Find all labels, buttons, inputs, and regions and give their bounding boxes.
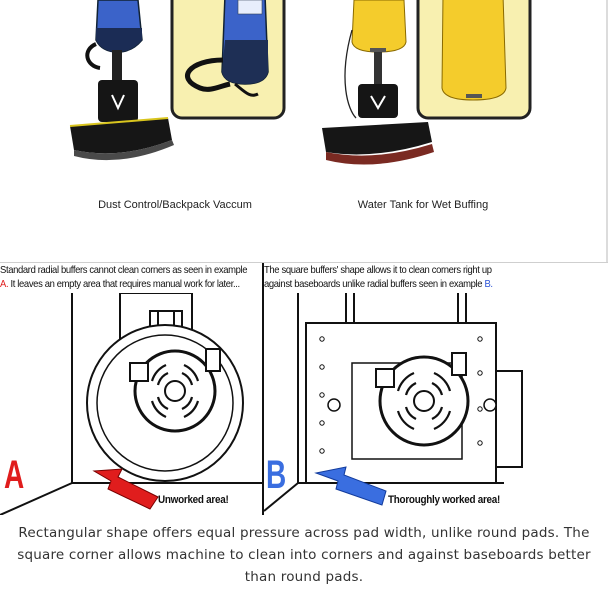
section-divider [0, 262, 608, 263]
water-tank-product-image [322, 0, 532, 165]
panel-b-letter-ref: B. [484, 278, 493, 290]
panel-a-title-rest: It leaves an empty area that requires ma… [10, 278, 240, 290]
description-text: Rectangular shape offers equal pressure … [17, 525, 591, 585]
panel-b-title-line1: The square buffers' shape allows it to c… [264, 264, 492, 276]
dust-control-caption: Dust Control/Backpack Vaccum [98, 199, 252, 211]
square-buffer-diagram [264, 293, 523, 512]
panel-b-letter: B [266, 453, 287, 497]
panel-a-title-line1: Standard radial buffers cannot clean cor… [0, 264, 248, 276]
comparison-panel-a: Standard radial buffers cannot clean cor… [0, 263, 262, 515]
panel-a-letter-ref: A. [0, 278, 9, 290]
panel-b-title-rest: against baseboards unlike radial buffers… [264, 278, 483, 290]
panel-b-title-line2: against baseboards unlike radial buffers… [264, 277, 493, 291]
panel-a-letter: A [4, 453, 25, 497]
panel-a-title-line2: A. It leaves an empty area that requires… [0, 277, 247, 291]
radial-buffer-diagram [0, 293, 262, 515]
water-tank-caption: Water Tank for Wet Buffing [357, 199, 489, 211]
panel-b-description: The square buffers' shape allows it to c… [264, 263, 493, 291]
section-border [606, 0, 608, 262]
worked-area-label: Thoroughly worked area! [388, 494, 501, 506]
unworked-area-label: Unworked area! [158, 494, 229, 506]
dust-control-product-image [69, 0, 286, 161]
panel-a-description: Standard radial buffers cannot clean cor… [0, 263, 248, 291]
comparison-panel-b: The square buffers' shape allows it to c… [264, 263, 608, 515]
product-photos-section: Dust Control/Backpack Vaccum Water Tank … [0, 0, 608, 262]
panel-divider [262, 263, 264, 515]
